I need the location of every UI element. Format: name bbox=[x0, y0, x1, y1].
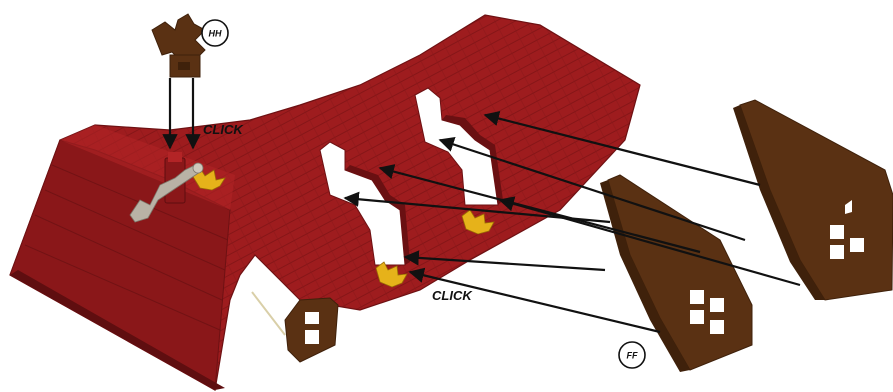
badge-hh: HH bbox=[202, 20, 228, 46]
badge-ff: FF bbox=[619, 342, 645, 368]
click-label-top: CLICK bbox=[203, 122, 244, 137]
click-label-bottom: CLICK bbox=[432, 288, 473, 303]
small-window-part bbox=[252, 292, 338, 362]
badge-ff-label: FF bbox=[627, 351, 638, 361]
chimney-icon bbox=[152, 14, 205, 77]
dormer-gable-icon bbox=[600, 100, 893, 372]
badge-hh-label: HH bbox=[209, 29, 222, 39]
